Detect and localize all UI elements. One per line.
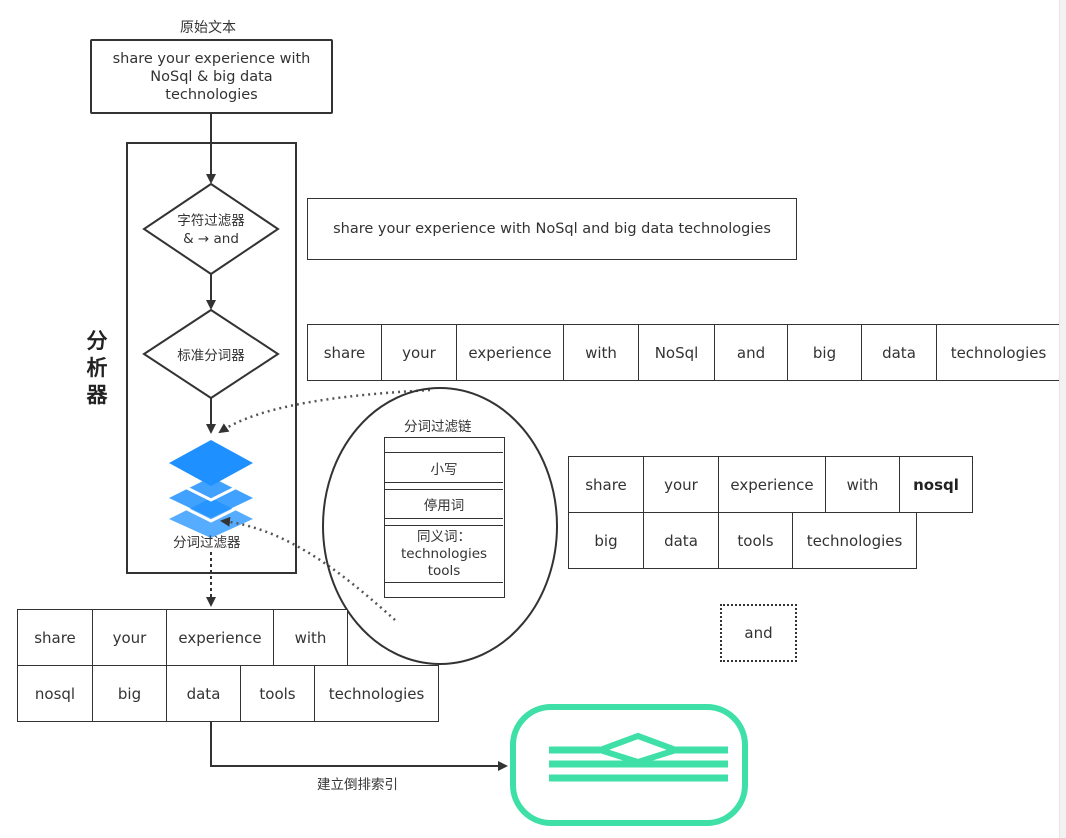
arrow-output-to-index — [210, 721, 508, 771]
final-token: with — [273, 609, 348, 666]
removed-token: and — [720, 604, 797, 662]
token-cell: and — [714, 324, 788, 381]
char-filter-output-box: share your experience with NoSql and big… — [307, 198, 797, 260]
final-token: technologies — [314, 665, 439, 722]
filtered-token-highlight: nosql — [899, 456, 973, 513]
original-text-line: share your experience with — [112, 50, 311, 67]
char-filter-title: 字符过滤器 — [177, 213, 245, 229]
scrollbar[interactable] — [1059, 0, 1066, 838]
char-filter-rule: & → and — [183, 231, 239, 247]
dotted-tokens-to-filter — [218, 388, 431, 434]
final-token: tools — [240, 665, 315, 722]
filtered-token: tools — [718, 512, 793, 569]
inverted-index-icon — [510, 704, 748, 826]
final-token: your — [92, 609, 167, 666]
token-cell: NoSql — [638, 324, 715, 381]
filter-chain-title: 分词过滤链 — [404, 419, 472, 435]
original-text-line: technologies — [165, 86, 258, 103]
filter-stopwords: 停用词 — [385, 490, 503, 519]
filtered-token: share — [568, 456, 644, 513]
filtered-token: experience — [718, 456, 826, 513]
filtered-token: with — [825, 456, 900, 513]
analyzer-label-char: 析 — [86, 356, 108, 380]
final-token: big — [92, 665, 167, 722]
filter-lowercase: 小写 — [385, 453, 503, 483]
filter-synonyms: 同义词： technologies tools — [385, 526, 503, 583]
token-cell: technologies — [936, 324, 1061, 381]
token-cell: experience — [456, 324, 564, 381]
analyzer-label-char: 分 — [86, 329, 108, 353]
token-cell: share — [307, 324, 382, 381]
final-token: data — [166, 665, 241, 722]
build-index-label: 建立倒排索引 — [317, 777, 398, 793]
synonym-line: technologies — [400, 545, 488, 562]
tokenizer-label: 标准分词器 — [177, 348, 245, 364]
final-token: share — [17, 609, 93, 666]
final-token: experience — [166, 609, 274, 666]
tokenizer-output-row: share your experience with NoSql and big… — [307, 324, 1061, 381]
filtered-output: share your experience with nosql big dat… — [568, 456, 973, 570]
original-text-line: NoSql & big data — [150, 68, 273, 85]
filter-chain-spacer — [385, 483, 503, 490]
token-cell: with — [563, 324, 639, 381]
filtered-token: your — [643, 456, 719, 513]
final-output: share your experience with nosql big dat… — [17, 609, 439, 722]
filtered-token: big — [568, 512, 644, 569]
original-text-label: 原始文本 — [180, 20, 236, 36]
original-text-box: share your experience with NoSql & big d… — [90, 39, 333, 114]
filter-chain-spacer — [385, 438, 503, 453]
token-cell: data — [861, 324, 937, 381]
filtered-token: data — [643, 512, 719, 569]
char-filter-text: 字符过滤器 & → and — [150, 210, 272, 250]
filter-chain-stack: 小写 停用词 同义词： technologies tools — [384, 437, 505, 598]
token-cell: your — [381, 324, 457, 381]
synonym-line: tools — [427, 562, 461, 579]
synonym-line: 同义词： — [417, 528, 471, 545]
analyzer-label-char: 器 — [86, 383, 108, 407]
analyzer-label: 分 析 器 — [80, 328, 114, 409]
layers-icon — [168, 440, 254, 538]
dotted-chain-to-filter — [220, 516, 396, 621]
filter-chain-spacer — [385, 519, 503, 526]
token-cell: big — [787, 324, 862, 381]
filtered-token: technologies — [792, 512, 917, 569]
final-token: nosql — [17, 665, 93, 722]
token-filter-label: 分词过滤器 — [173, 535, 241, 551]
